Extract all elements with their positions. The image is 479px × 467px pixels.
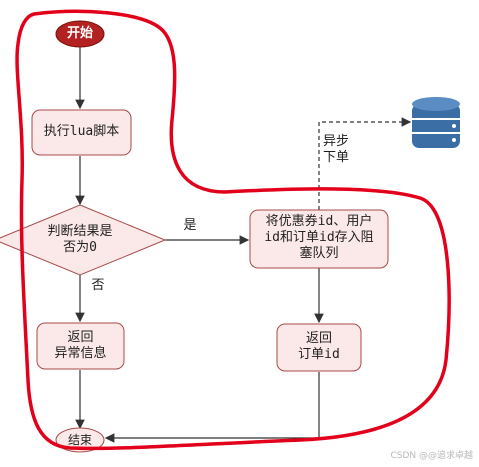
edge-async-to-db	[318, 117, 412, 210]
end-node	[55, 427, 105, 453]
edge-return-to-end	[104, 372, 320, 443]
return-error-label: 返回 异常信息	[54, 330, 107, 361]
red-highlight-outline	[15, 9, 451, 451]
start-label: 开始	[66, 26, 93, 41]
save-queue-label: 将优惠券id、用户 id和订单id存入阻 塞队列	[264, 214, 374, 261]
start-node	[55, 20, 105, 48]
return-order-label: 返回 订单id	[298, 331, 340, 362]
end-label: 结束	[67, 433, 92, 447]
return-error-box	[36, 322, 125, 370]
database-icon	[412, 97, 460, 148]
save-queue-box	[249, 209, 389, 269]
watermark: CSDN @@追求卓越	[390, 451, 473, 461]
exec-lua-label: 执行lua脚本	[43, 124, 120, 139]
edge-label-no: 否	[91, 278, 105, 293]
exec-lua-box	[31, 109, 132, 156]
edge-label-yes: 是	[183, 218, 197, 233]
return-order-box	[276, 323, 362, 372]
check-diamond	[0, 204, 167, 276]
check-label: 判断结果是 否为0	[47, 224, 113, 255]
edge-label-async: 异步 下单	[322, 134, 349, 165]
